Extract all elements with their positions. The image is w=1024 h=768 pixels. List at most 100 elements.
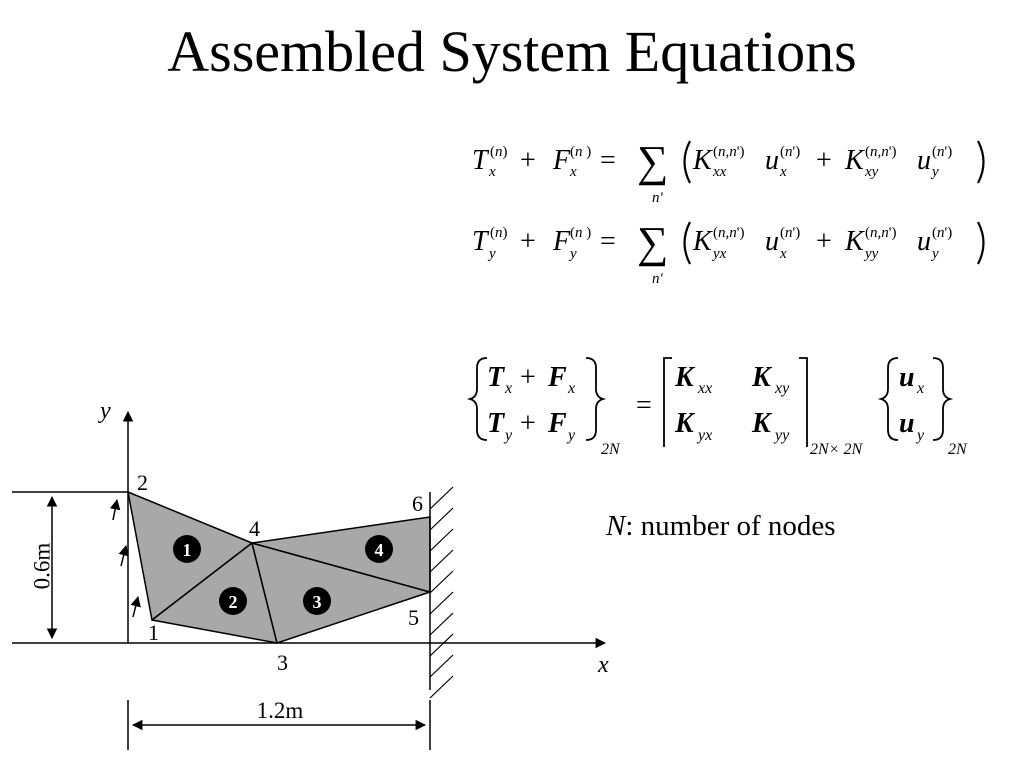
height-dimension <box>12 491 128 644</box>
svg-text:K: K <box>844 145 865 176</box>
svg-text:y: y <box>568 246 577 262</box>
svg-text:y: y <box>930 246 939 262</box>
element-label-1: 1 <box>183 540 192 560</box>
vector-subscript-left: 2N <box>601 441 621 458</box>
svg-text:(n'): (n') <box>932 144 952 160</box>
svg-text:+: + <box>520 145 536 176</box>
svg-text:n': n' <box>652 190 664 206</box>
svg-text:u: u <box>765 226 779 257</box>
svg-text:T: T <box>472 226 490 257</box>
svg-text:T: T <box>487 362 506 393</box>
note-text: : number of nodes <box>625 510 836 542</box>
axes <box>122 410 607 649</box>
svg-text:(n ): (n ) <box>570 225 591 241</box>
svg-text:T: T <box>487 408 506 439</box>
svg-text:(n): (n) <box>490 225 508 241</box>
svg-text:yx: yx <box>711 246 727 262</box>
vector-subscript-right: 2N <box>948 441 968 458</box>
svg-text:yx: yx <box>696 427 712 444</box>
svg-text:(n): (n) <box>490 144 508 160</box>
svg-text:x: x <box>779 164 787 180</box>
svg-text:F: F <box>552 145 571 176</box>
svg-text:(n,n'): (n,n') <box>865 225 896 241</box>
x-axis-label: x <box>597 652 609 678</box>
svg-text:∑: ∑ <box>637 137 668 186</box>
svg-text:K: K <box>751 362 773 393</box>
svg-text:(n,n'): (n,n') <box>713 144 744 160</box>
page-title: Assembled System Equations <box>167 19 857 84</box>
svg-text:x: x <box>779 246 787 262</box>
element-markers: 1 2 3 4 <box>173 535 393 615</box>
svg-text:x: x <box>504 380 512 397</box>
svg-text:=: = <box>600 226 616 257</box>
height-dimension-label: 0.6m <box>29 543 54 590</box>
svg-text:u: u <box>899 362 915 393</box>
boundary-arrows <box>109 498 141 618</box>
node-label-4: 4 <box>249 516 260 541</box>
svg-text:K: K <box>674 408 696 439</box>
svg-text:xy: xy <box>864 164 879 180</box>
node-count-note: N: number of nodes <box>606 510 836 543</box>
svg-text:xx: xx <box>697 380 712 397</box>
svg-text:yy: yy <box>773 427 790 444</box>
svg-text:(n'): (n') <box>780 144 800 160</box>
node-label-1: 1 <box>148 620 159 645</box>
equation-2: T y (n) + F y (n ) = ∑ n' K yx (n,n') u … <box>472 218 985 287</box>
node-label-6: 6 <box>412 491 423 516</box>
svg-text:xx: xx <box>712 164 727 180</box>
svg-text:y: y <box>930 164 939 180</box>
element-label-2: 2 <box>229 592 238 612</box>
svg-text:y: y <box>487 246 496 262</box>
node-label-5: 5 <box>408 605 419 630</box>
svg-text:+: + <box>816 226 832 257</box>
matrix-equation: T x + F x T y + F y 2N = K xx K xy K yx … <box>466 357 968 458</box>
svg-text:K: K <box>844 226 865 257</box>
svg-text:x: x <box>488 164 496 180</box>
svg-text:K: K <box>674 362 696 393</box>
svg-text:(n,n'): (n,n') <box>865 144 896 160</box>
note-symbol: N <box>606 510 626 542</box>
width-dimension-label: 1.2m <box>257 698 304 723</box>
svg-text:x: x <box>567 380 575 397</box>
svg-text:y: y <box>915 427 925 444</box>
svg-text:F: F <box>547 362 567 393</box>
svg-text:y: y <box>566 427 576 444</box>
element-label-3: 3 <box>313 592 322 612</box>
svg-text:+: + <box>816 145 832 176</box>
svg-text:K: K <box>692 145 713 176</box>
fixed-wall <box>429 486 454 699</box>
svg-text:=: = <box>636 390 652 421</box>
svg-text:n': n' <box>652 271 664 287</box>
svg-text:y: y <box>503 427 513 444</box>
svg-text:u: u <box>917 226 931 257</box>
svg-text:+: + <box>520 362 536 393</box>
svg-text:K: K <box>751 408 773 439</box>
svg-text:=: = <box>600 145 616 176</box>
element-label-4: 4 <box>375 540 384 560</box>
matrix-subscript: 2N× 2N <box>810 441 863 458</box>
svg-text:xy: xy <box>774 380 790 397</box>
svg-text:F: F <box>547 408 567 439</box>
svg-text:(n ): (n ) <box>570 144 591 160</box>
mesh <box>127 491 431 644</box>
svg-text:u: u <box>765 145 779 176</box>
svg-text:∑: ∑ <box>637 218 668 267</box>
svg-text:(n'): (n') <box>780 225 800 241</box>
node-label-2: 2 <box>137 470 148 495</box>
svg-text:+: + <box>520 226 536 257</box>
svg-text:x: x <box>569 164 577 180</box>
svg-text:x: x <box>916 380 924 397</box>
svg-text:F: F <box>552 226 571 257</box>
node-labels: 1 2 3 4 5 6 <box>137 470 423 675</box>
svg-text:(n'): (n') <box>932 225 952 241</box>
node-label-3: 3 <box>277 650 288 675</box>
y-axis-label: y <box>98 398 111 424</box>
svg-text:u: u <box>917 145 931 176</box>
svg-text:T: T <box>472 145 490 176</box>
svg-text:u: u <box>899 408 915 439</box>
svg-text:(n,n'): (n,n') <box>713 225 744 241</box>
svg-text:yy: yy <box>863 246 879 262</box>
svg-text:K: K <box>692 226 713 257</box>
